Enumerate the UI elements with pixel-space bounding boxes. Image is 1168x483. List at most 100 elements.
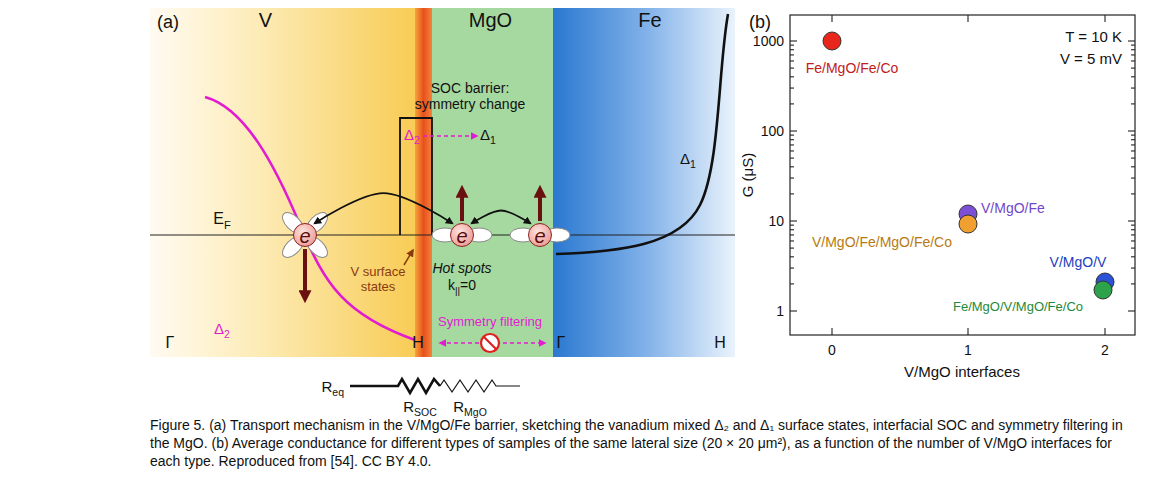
band-label: Δ1	[680, 150, 696, 170]
barrier-layer: MgO e e	[432, 8, 553, 357]
tick	[790, 225, 794, 226]
point-label: V/MgO/Fe	[981, 200, 1045, 216]
delta2-band	[205, 97, 415, 340]
tick	[790, 76, 794, 77]
plot-frame	[790, 15, 1135, 335]
text-part: Δ	[214, 320, 224, 337]
axis-title: G (μS)	[739, 153, 756, 197]
interface-strip	[415, 8, 432, 357]
tick	[1128, 40, 1135, 41]
point-label: V/MgO/V	[1050, 254, 1107, 270]
tick	[1104, 15, 1105, 22]
point-label: Fe/MgO/Fe/Co	[806, 60, 899, 76]
tick	[1131, 234, 1135, 235]
tick	[831, 15, 832, 22]
fermi-label: EF	[213, 210, 231, 231]
delta1-band	[556, 14, 728, 254]
resistor-label: RMgO	[453, 398, 487, 418]
tick-label: 0	[828, 342, 836, 358]
tick	[790, 88, 794, 89]
band-label: Δ2	[404, 126, 420, 146]
data-point	[1094, 281, 1112, 299]
d-orbital	[279, 209, 331, 261]
k-point: H	[714, 334, 726, 352]
data-point	[823, 32, 841, 50]
spin-arrow	[303, 249, 307, 298]
text-part: SOC	[414, 406, 437, 418]
text-part: 1	[490, 134, 496, 146]
tick	[1131, 103, 1135, 104]
panel-label: (b)	[749, 12, 771, 33]
tick	[790, 166, 794, 167]
panel-label: (a)	[157, 12, 179, 33]
tick	[790, 60, 794, 61]
tick	[790, 310, 797, 311]
annotation: V surface states	[345, 265, 411, 295]
orbital-lobe	[432, 228, 458, 242]
electron: e	[293, 223, 317, 247]
tick	[790, 193, 794, 194]
tick	[1131, 88, 1135, 89]
layer-name: MgO	[430, 8, 551, 32]
text-part: R	[453, 398, 464, 415]
leader-arrow	[404, 250, 413, 265]
tick	[1131, 225, 1135, 226]
axis-ticks	[790, 15, 1135, 335]
no-symbol	[481, 334, 499, 352]
tick	[1131, 158, 1135, 159]
metal-layer: Fe	[553, 8, 735, 357]
resistor-label: Req	[321, 378, 344, 398]
text-part: 2	[414, 134, 420, 146]
tick-label: 1000	[753, 33, 784, 49]
s-orbital	[510, 228, 570, 242]
orbital-lobe	[466, 228, 492, 242]
tick-label: 100	[761, 123, 784, 139]
text-part: R	[321, 378, 332, 395]
tick	[967, 328, 968, 335]
tick	[790, 220, 797, 221]
k-point: Γ	[166, 334, 175, 352]
text-part: 1	[690, 158, 696, 170]
data-point	[959, 205, 977, 223]
s-orbital	[432, 228, 492, 242]
text-part: Δ	[404, 126, 414, 143]
tick	[1104, 328, 1105, 335]
tick	[790, 130, 797, 131]
data-point	[1096, 273, 1114, 291]
tick	[1131, 268, 1135, 269]
tick-label: 10	[768, 213, 784, 229]
text-part: Δ	[480, 126, 490, 143]
band-label: Δ1	[480, 126, 496, 146]
orbital-lobe	[544, 228, 570, 242]
tick-label: 1	[776, 303, 784, 319]
text-part: R	[403, 398, 414, 415]
tick	[1131, 76, 1135, 77]
electron-symbol: e	[451, 224, 473, 248]
tick	[790, 135, 794, 136]
figure-caption: Figure 5. (a) Transport mechanism in the…	[150, 416, 1140, 470]
orbital-lobe	[279, 233, 307, 261]
tick	[790, 139, 794, 140]
symmetry-change-arrow	[423, 135, 477, 137]
annotation: Hot spots	[432, 260, 491, 276]
text-part: Δ	[680, 150, 690, 167]
tick	[790, 49, 794, 50]
tick	[790, 283, 794, 284]
text-part: eq	[332, 386, 344, 398]
layer-name: Fe	[559, 8, 741, 32]
tick	[790, 103, 794, 104]
transfer-arrow	[472, 211, 531, 224]
axis-title: V/MgO interfaces	[904, 363, 1020, 380]
spin-arrow	[538, 190, 542, 221]
annotation: SOC barrier: symmetry change	[410, 80, 530, 112]
tick	[790, 144, 794, 145]
tick	[1128, 310, 1135, 311]
tick	[1131, 248, 1135, 249]
tick	[1131, 139, 1135, 140]
orbital-lobe	[279, 209, 307, 237]
annotation: k||=0	[448, 277, 476, 296]
tick	[967, 15, 968, 22]
electron-symbol: e	[529, 224, 551, 248]
